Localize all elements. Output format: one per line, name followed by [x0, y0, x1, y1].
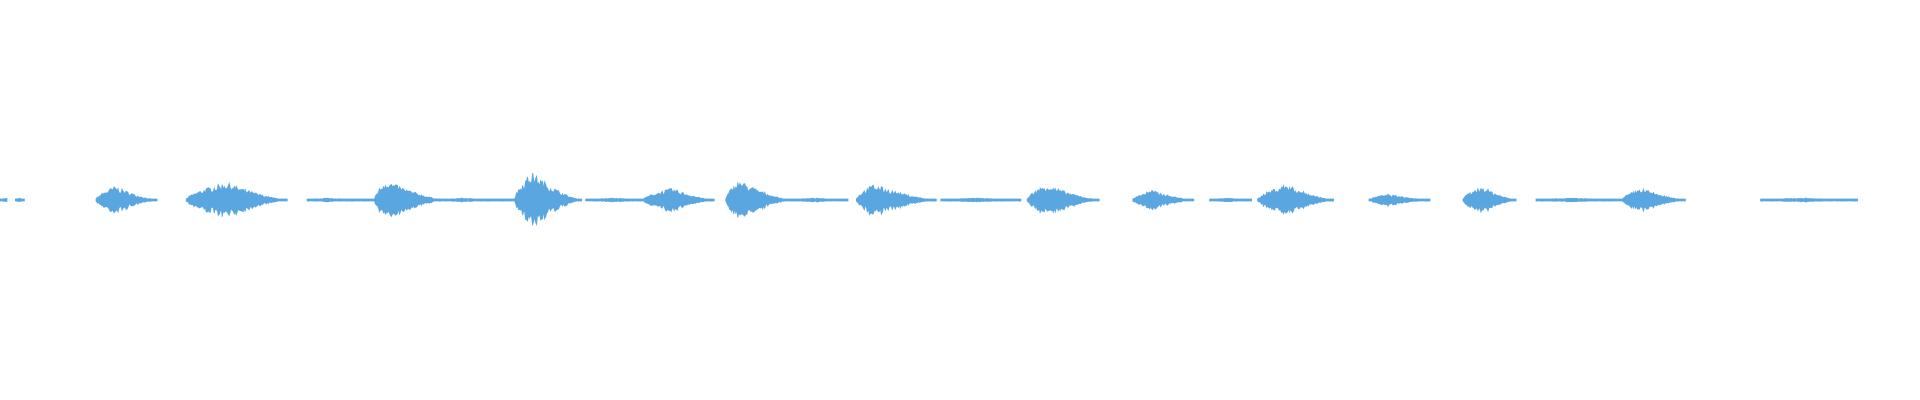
waveform-segment-15	[1026, 187, 1100, 214]
waveform-segment-17	[1209, 197, 1252, 203]
waveform-segment-8	[514, 172, 582, 227]
waveform-segment-23	[1760, 197, 1858, 203]
waveform-segment-19	[1368, 193, 1431, 208]
waveform-segment-22	[1622, 187, 1686, 212]
waveform-segment-3	[95, 186, 158, 214]
waveform-segment-7	[444, 197, 515, 203]
waveform-segment-4	[185, 181, 288, 217]
waveform-segment-13	[855, 184, 937, 216]
waveform-segment-14	[940, 197, 1022, 203]
waveform-segment-18	[1257, 184, 1334, 215]
waveform-segment-10	[642, 187, 715, 213]
waveform-segment-12	[790, 197, 849, 203]
waveform-segments	[0, 172, 1858, 227]
waveform-segment-20	[1462, 187, 1517, 214]
waveform-segment-2	[14, 197, 25, 203]
waveform-segment-16	[1132, 190, 1195, 211]
waveform-segment-1	[0, 197, 8, 202]
waveform-segment-21	[1535, 197, 1623, 203]
